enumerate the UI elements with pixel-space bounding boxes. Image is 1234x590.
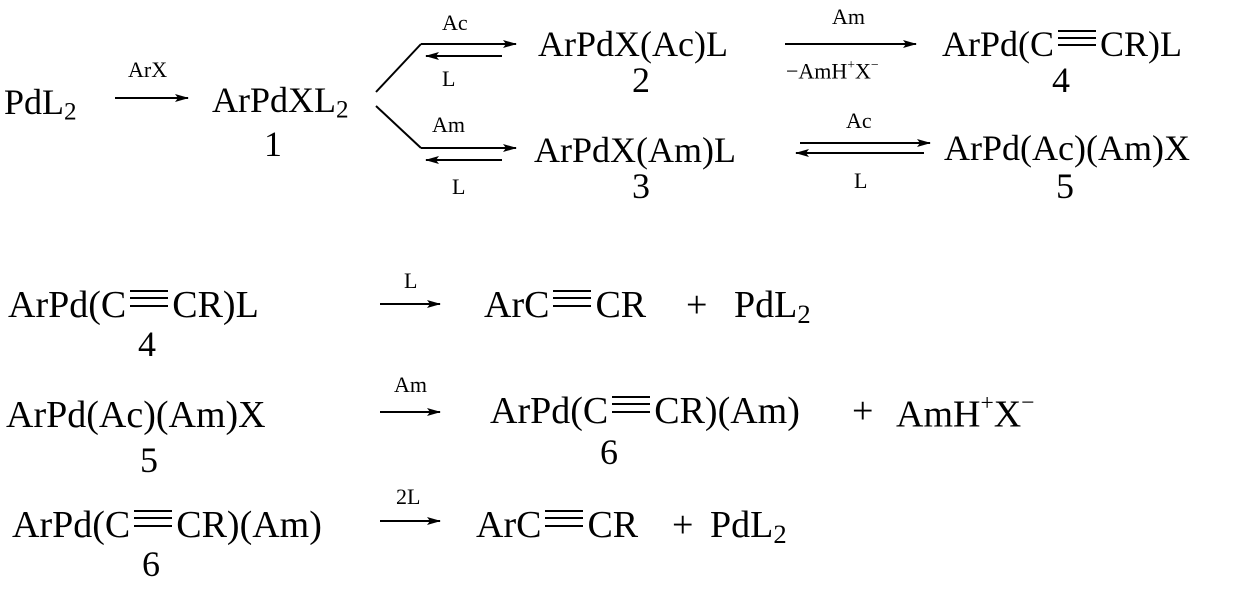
eq-forward-label: Ac <box>846 108 872 133</box>
branch-lower <box>375 105 422 149</box>
compound-3-formula: ArPdX(Am)L <box>534 130 736 170</box>
reaction-2-product-number: 6 <box>600 432 618 472</box>
reaction-2-coproduct: AmH+X− <box>896 390 1035 436</box>
reaction-2-reactant: ArPd(Ac)(Am)X <box>6 394 266 436</box>
elimination-label: −AmH+X− <box>786 57 879 84</box>
triple-bond-icon <box>126 289 172 317</box>
reaction-3-label: 2L <box>396 484 421 509</box>
upper-back-label: L <box>442 66 456 91</box>
reaction-2-label: Am <box>394 372 427 397</box>
compound-1-number: 1 <box>264 124 282 164</box>
triple-bond-icon <box>541 509 587 537</box>
triple-bond-icon <box>1054 30 1100 56</box>
compound-4-number: 4 <box>1052 60 1070 100</box>
compound-1-formula: ArPdXL2 <box>212 80 349 124</box>
upper-forward-label: Ac <box>442 10 468 35</box>
reaction-1-label: L <box>404 268 418 293</box>
am-label: Am <box>832 4 865 29</box>
reaction-1-plus: + <box>686 284 708 326</box>
reaction-2-reactant-number: 5 <box>140 440 158 480</box>
branch-upper <box>375 43 422 93</box>
eq-back-label: L <box>854 168 868 193</box>
reaction-1-reactant-number: 4 <box>138 324 156 364</box>
compound-2-formula: ArPdX(Ac)L <box>538 24 728 64</box>
lower-forward-label: Am <box>432 112 465 137</box>
reaction-1-coproduct: PdL2 <box>734 284 811 329</box>
reaction-2-plus: + <box>852 390 874 432</box>
triple-bond-icon <box>549 289 595 317</box>
reaction-3-reactant-number: 6 <box>142 544 160 584</box>
arx-label: ArX <box>128 57 168 82</box>
triple-bond-icon <box>130 509 176 537</box>
compound-5-number: 5 <box>1056 166 1074 206</box>
lower-back-label: L <box>452 174 466 199</box>
compound-5-formula: ArPd(Ac)(Am)X <box>944 128 1190 168</box>
compound-3-number: 3 <box>632 166 650 206</box>
reaction-3-coproduct: PdL2 <box>710 504 787 549</box>
reaction-3-plus: + <box>672 504 694 546</box>
pdl2-formula: PdL2 <box>4 82 77 126</box>
triple-bond-icon <box>608 395 654 423</box>
compound-2-number: 2 <box>632 60 650 100</box>
